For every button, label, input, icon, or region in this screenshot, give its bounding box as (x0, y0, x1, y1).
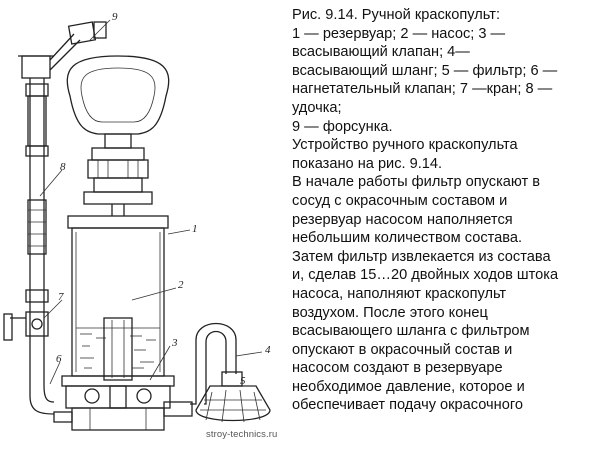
body-line: насосом создают в резервуаре (292, 360, 503, 377)
callout-8: 8 (60, 161, 66, 173)
callout-7: 7 (58, 291, 64, 303)
caption-line: нагнетательный клапан; 7 —кран; 8 — (292, 81, 553, 98)
body-line: опускают в окрасочный состав и (292, 341, 513, 358)
body-line: всасывающего шланга с фильтром (292, 323, 530, 340)
body-line: показано на рис. 9.14. (292, 155, 443, 172)
nozzle (18, 21, 107, 79)
suction-hose (190, 322, 243, 405)
reservoir (67, 215, 169, 381)
caption-line: всасывающий шланг; 5 — фильтр; 6 — (292, 62, 558, 79)
caption-line: удочка; (292, 99, 342, 116)
callout-1: 1 (192, 223, 198, 235)
figure-caption: Рис. 9.14. Ручной краскопульт: 1 — резер… (292, 6, 604, 415)
callout-4: 4 (265, 344, 271, 356)
pump-gland (83, 147, 153, 216)
callout-3: 3 (171, 337, 178, 349)
caption-line: 1 — резервуар; 2 — насос; 3 — (292, 25, 506, 42)
caption-line: 9 — форсунка. (292, 118, 393, 135)
watermark: stroy-technics.ru (206, 429, 278, 440)
caption-line: Рис. 9.14. Ручной краскопульт: (292, 7, 500, 23)
body-line: Затем фильтр извлекается из состава (292, 248, 551, 265)
body-line: В начале работы фильтр опускают в (292, 174, 541, 191)
callout-9: 9 (112, 11, 118, 23)
spray-lance (3, 78, 55, 415)
body-line: необходимое давление, которое и (292, 378, 525, 395)
pump-base (53, 375, 193, 431)
caption-line: всасывающий клапан; 4— (292, 44, 470, 61)
sprayer-diagram: 1 2 3 4 5 6 7 8 9 (3, 11, 271, 431)
callout-2: 2 (178, 279, 184, 291)
body-line: обеспечивает подачу окрасочного (292, 397, 523, 414)
pump-handle (66, 55, 170, 149)
body-line: сосуд с окрасочным составом и (292, 192, 508, 209)
body-line: Устройство ручного краскопульта (292, 137, 518, 154)
callout-leaders (39, 19, 263, 387)
body-line: и, сделав 15…20 двойных ходов штока (292, 267, 559, 284)
callout-5: 5 (240, 375, 246, 387)
body-line: воздухом. После этого конец (292, 304, 488, 321)
suction-filter (195, 385, 271, 423)
body-line: насоса, наполняют краскопульт (292, 285, 507, 302)
callout-6: 6 (56, 353, 62, 365)
body-line: резервуар насосом наполняется (292, 211, 513, 228)
body-line: небольшим количеством состава. (292, 230, 523, 247)
